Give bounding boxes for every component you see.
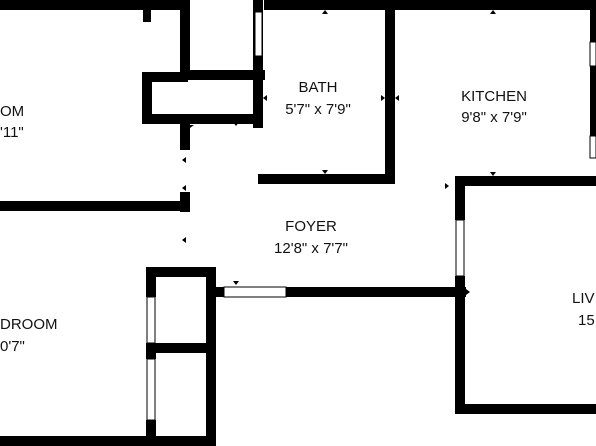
living-doorway xyxy=(455,219,465,277)
room-dims-bedroom-bottom: 0'7" xyxy=(0,338,25,355)
tick xyxy=(322,170,328,174)
tick xyxy=(182,237,186,243)
tick xyxy=(322,10,328,14)
kitchen-window-bottom xyxy=(589,135,596,159)
room-dims-living: 15 xyxy=(578,312,595,329)
wall-top-left xyxy=(0,0,188,10)
wall-closet-lower-left3 xyxy=(146,420,156,446)
tick xyxy=(182,185,186,191)
wall-bedroom-top-bottom xyxy=(0,201,186,211)
tick xyxy=(490,172,496,176)
dimension-ticks xyxy=(182,10,496,295)
wall-closet-lower-left2 xyxy=(146,343,156,359)
tick xyxy=(233,281,239,285)
tick xyxy=(233,122,239,126)
wall-living-top xyxy=(455,176,596,186)
room-dims-foyer: 12'8" x 7'7" xyxy=(274,240,348,257)
wall-bath-right xyxy=(385,0,395,183)
wall-bedroom-jamb xyxy=(180,192,190,212)
wall-closet-right xyxy=(180,0,190,74)
room-name-living: LIV xyxy=(572,290,595,307)
tick xyxy=(445,183,449,189)
wall-closet-lower-mid xyxy=(146,343,214,353)
tick xyxy=(466,289,470,295)
wall-living-left-lower xyxy=(455,276,465,413)
kitchen-window-top xyxy=(589,41,596,67)
wall-kitchen-right-mid xyxy=(590,66,596,136)
wall-closet-post xyxy=(143,0,151,22)
room-name-kitchen: KITCHEN xyxy=(461,88,527,105)
wall-foyer-bottom xyxy=(286,287,466,297)
wall-bedroom-top-right xyxy=(180,120,190,150)
foyer-doorway xyxy=(223,286,287,298)
wall-hall-closet-top xyxy=(142,72,188,82)
room-dims-bedroom-top: '11" xyxy=(0,124,24,141)
closet-lower-doorway-2 xyxy=(146,358,156,421)
tick xyxy=(490,10,496,14)
wall-hall-closet-bottom xyxy=(142,114,260,124)
tick xyxy=(182,157,186,163)
tick xyxy=(381,95,385,101)
wall-bath-bottom xyxy=(258,174,395,184)
wall-closet-lower-left xyxy=(146,267,156,297)
room-name-bedroom-top: OM xyxy=(0,103,24,120)
closet-lower-doorway xyxy=(146,296,156,344)
wall-living-left-upper xyxy=(455,176,465,220)
room-name-foyer: FOYER xyxy=(285,218,337,235)
tick xyxy=(263,95,267,101)
wall-closet-bottom xyxy=(180,70,265,80)
closet-top-opening xyxy=(151,10,180,18)
tick xyxy=(216,289,220,295)
bath-window xyxy=(254,11,263,57)
room-labels: OM '11" BATH 5'7" x 7'9" KITCHEN 9'8" x … xyxy=(0,79,595,355)
wall-closet-lower-right xyxy=(206,267,216,446)
wall-kitchen-right-top xyxy=(590,0,596,42)
wall-top-right xyxy=(264,0,596,10)
wall-closet-lower-top xyxy=(146,267,214,277)
tick xyxy=(186,125,194,128)
room-dims-kitchen: 9'8" x 7'9" xyxy=(461,109,527,126)
wall-bottom-left xyxy=(0,436,216,446)
wall-bath-left-upper xyxy=(253,0,263,128)
room-name-bath: BATH xyxy=(299,79,338,96)
room-name-bedroom-bottom: DROOM xyxy=(0,316,58,333)
wall-living-bottom xyxy=(455,404,596,414)
openings xyxy=(146,10,596,421)
wall-hall-closet-left xyxy=(142,72,152,124)
tick xyxy=(395,95,399,101)
room-dims-bath: 5'7" x 7'9" xyxy=(285,101,351,118)
